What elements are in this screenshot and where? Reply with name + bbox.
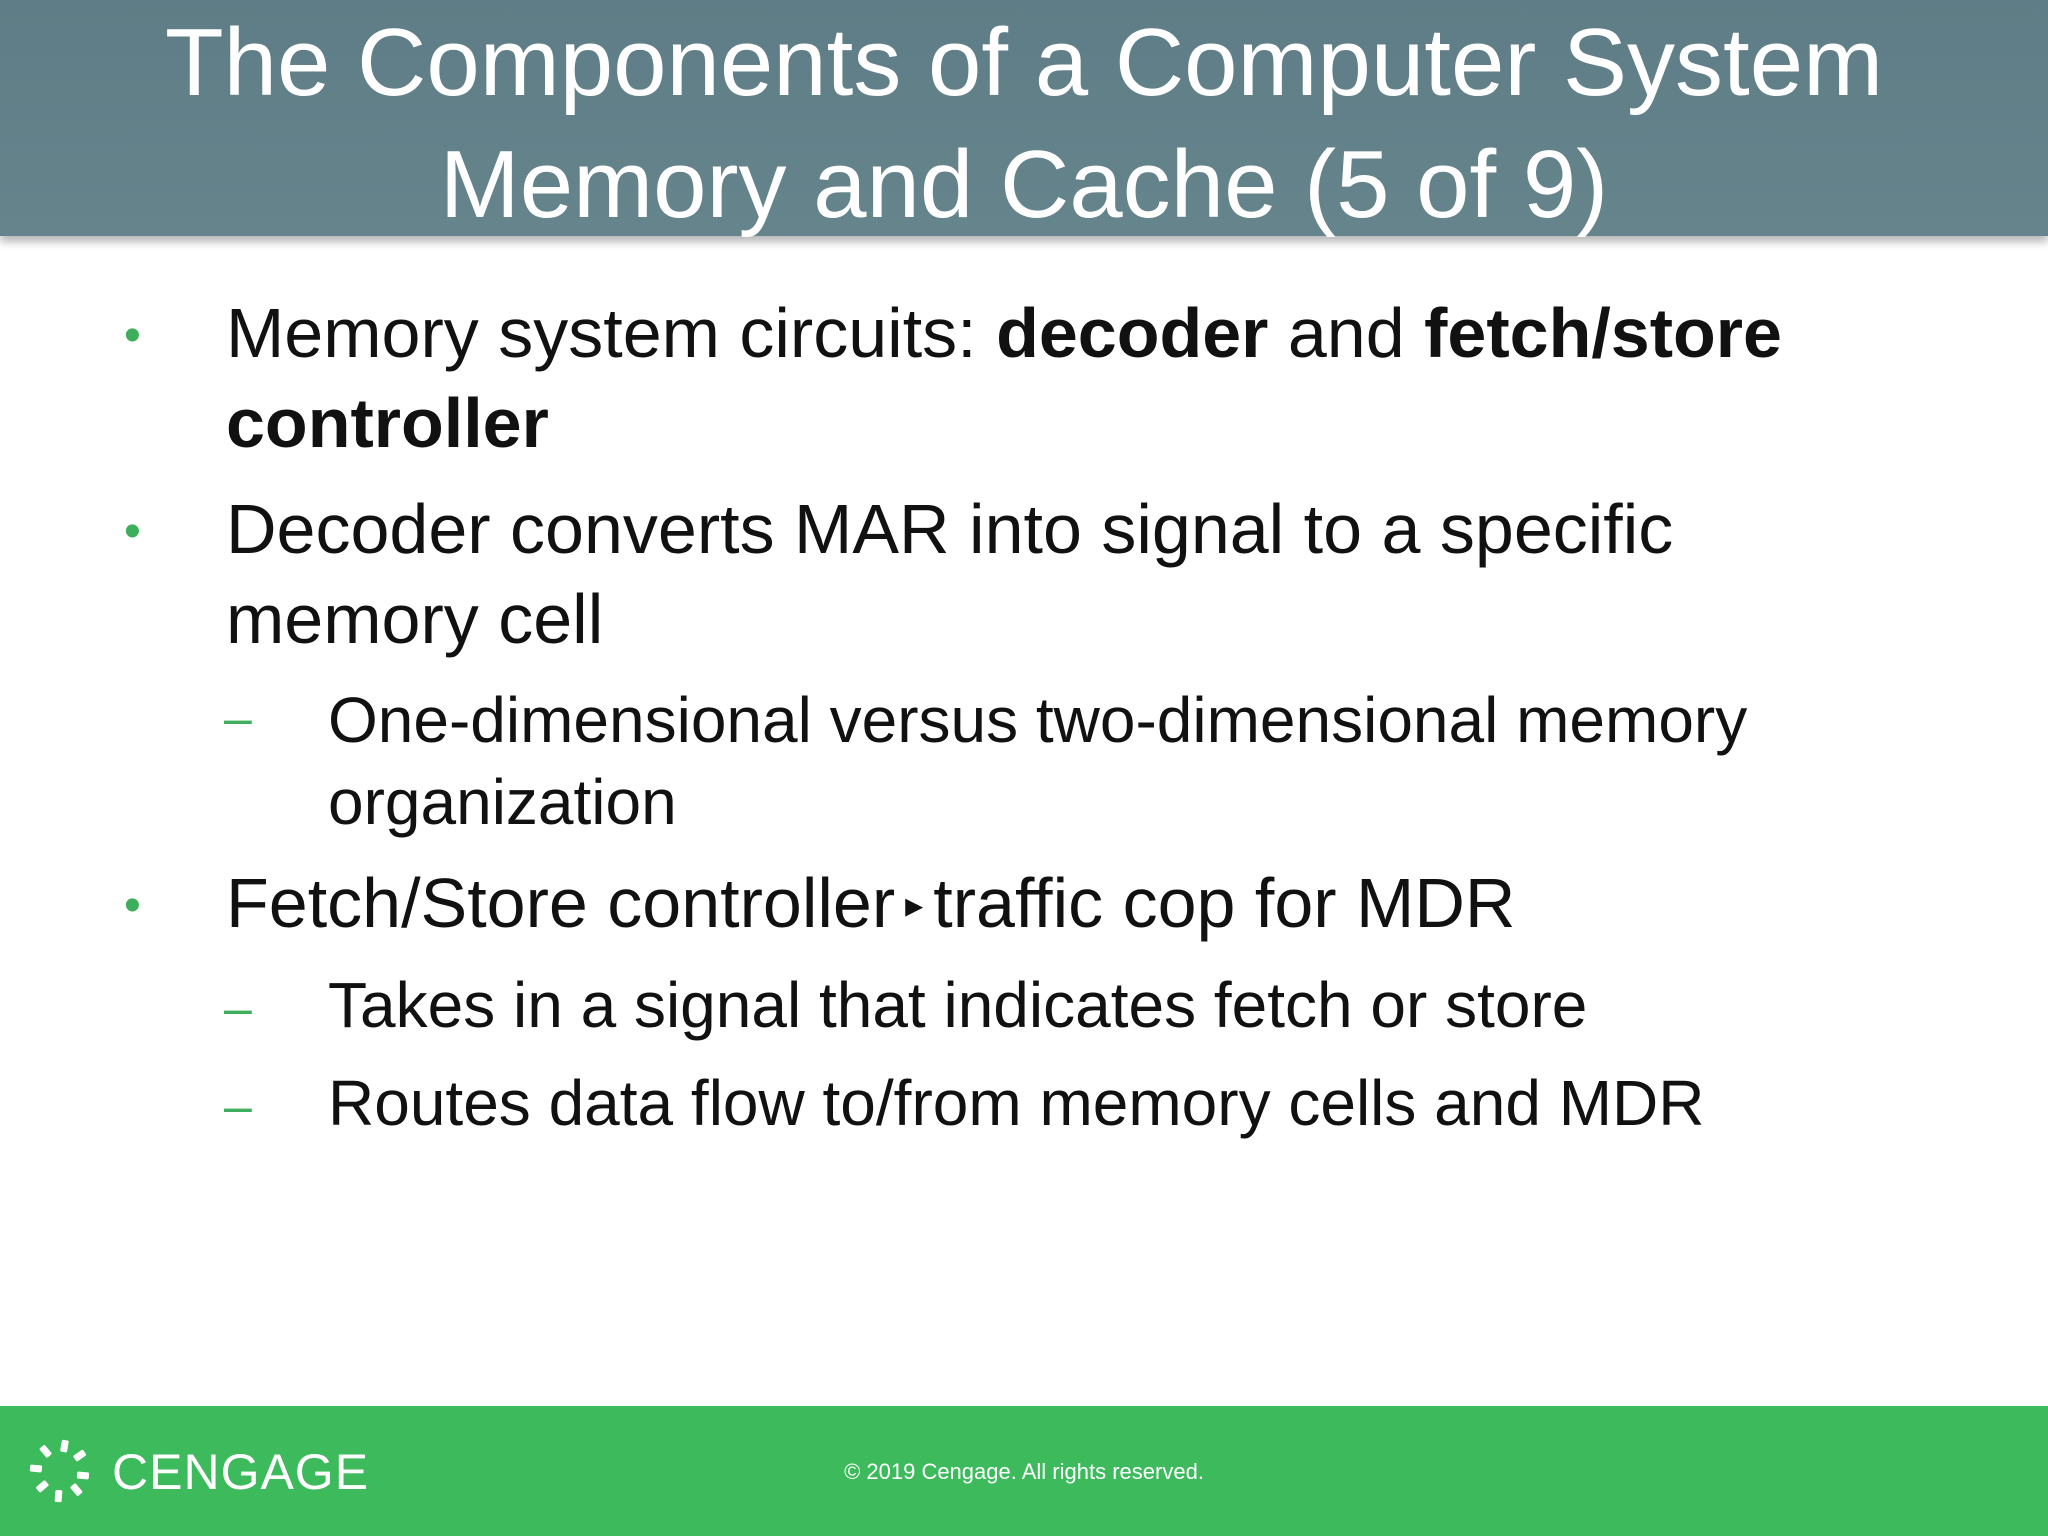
dash-marker: – [224, 690, 252, 746]
copyright-notice: © 2019 Cengage. All rights reserved. [844, 1459, 1204, 1484]
bullet-text-3: Fetch/Store controller▸traffic cop for M… [226, 858, 1946, 950]
slide-title-line-2: Memory and Cache (5 of 9) [439, 131, 1609, 238]
arrow-right-icon: ▸ [905, 884, 924, 925]
bullet-text-part: traffic cop for MDR [933, 864, 1516, 942]
slide-title-line-1: The Components of a Computer System [164, 9, 1884, 116]
sub-bullet-text: One-dimensional versus two-dimensional m… [328, 684, 1748, 838]
bullet-text-part-bold: decoder [996, 294, 1269, 372]
bullet-marker: • [124, 879, 141, 932]
cengage-logo-text: CENGAGE [112, 1444, 370, 1500]
bullet-text-part: Memory system circuits: [226, 294, 997, 372]
bullet-marker: • [124, 505, 141, 558]
title-bar: The Components of a Computer System Memo… [0, 0, 2048, 238]
bullet-text-part-bold: fetch/store controller [226, 294, 1782, 462]
bullet-text-1: Memory system circuits: decoder and fetc… [226, 288, 1946, 468]
dash-marker: – [224, 980, 252, 1036]
bullet-text-part: Fetch/Store controller [226, 864, 896, 942]
bullet-marker: • [124, 309, 141, 362]
bullet-text-part: and [1268, 294, 1425, 372]
sub-bullet-text: Routes data flow to/from memory cells an… [328, 1067, 1705, 1139]
bullet-text-2: Decoder converts MAR into signal to a sp… [226, 490, 1674, 658]
cengage-logo-icon [29, 1439, 90, 1503]
slide-content: • Memory system circuits: decoder and fe… [124, 288, 1946, 1139]
footer-bar: CENGAGE © 2019 Cengage. All rights reser… [0, 1406, 2048, 1536]
sub-bullet-text: Takes in a signal that indicates fetch o… [328, 969, 1588, 1041]
dash-marker: – [224, 1078, 252, 1134]
